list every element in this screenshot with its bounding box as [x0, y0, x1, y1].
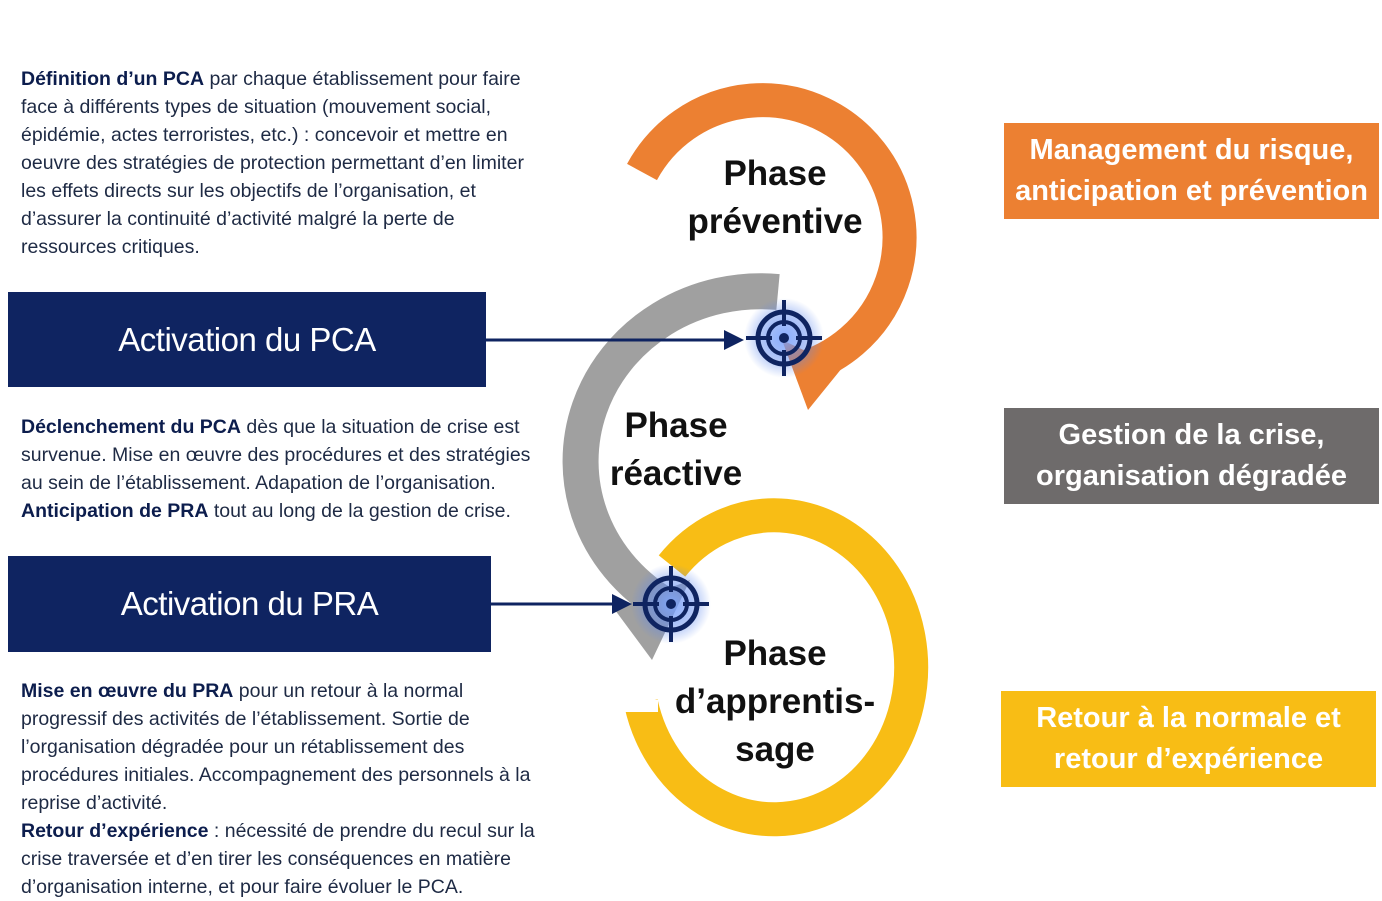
phase-preventive-line: préventive	[687, 202, 863, 241]
activation-pca-box: Activation du PCA	[8, 292, 486, 387]
phase-apprentissage-line: Phase	[723, 634, 827, 673]
gestion-line: organisation dégradée	[1035, 460, 1347, 492]
gestion-box: Gestion de la crise, organisation dégrad…	[1004, 408, 1379, 504]
pca-definition-line: face à différents types de situation (mo…	[21, 96, 492, 118]
pca-definition-line: d’assurer la continuité d’activité malgr…	[21, 208, 455, 230]
phase-preventive-line: Phase	[723, 154, 827, 193]
pca-definition-line: les effets directs sur les objectifs de …	[21, 180, 476, 202]
retour-experience-line: crise traversée et d’en tirer les conséq…	[21, 848, 511, 870]
phase-apprentissage-label: Phase d’apprentis- sage	[665, 630, 885, 774]
target-icon	[744, 298, 824, 378]
retour-experience-line: : nécessité de prendre du recul sur la	[208, 820, 535, 842]
phase-apprentissage-line: sage	[735, 730, 815, 769]
apprentissage-arc-end	[624, 700, 658, 712]
pca-definition-line: oeuvre des stratégies de protection perm…	[21, 152, 524, 174]
mise-en-oeuvre-text: Mise en œuvre du PRA pour un retour à la…	[21, 677, 551, 901]
declenchement-line: tout au long de la gestion de crise.	[208, 500, 511, 522]
pca-arrow-head	[724, 330, 744, 350]
reactive-arc	[562, 273, 780, 623]
phase-apprentissage-line: d’apprentis-	[674, 682, 876, 721]
retour-experience-bold: Retour d’expérience	[21, 820, 209, 842]
preventive-arc	[627, 83, 917, 387]
declenchement-bold: Déclenchement du PCA	[21, 416, 241, 438]
mise-en-oeuvre-bold: Mise en œuvre du PRA	[21, 680, 234, 702]
phase-reactive-label: Phase réactive	[586, 402, 766, 498]
pra-arrow-head	[612, 594, 632, 614]
mise-en-oeuvre-line: pour un retour à la normal	[233, 680, 464, 702]
pca-definition-bold: Définition d’un PCA	[21, 68, 205, 90]
phase-preventive-label: Phase préventive	[675, 150, 875, 246]
mise-en-oeuvre-line: l’organisation dégradée pour un rétablis…	[21, 736, 465, 758]
mise-en-oeuvre-line: procédures initiales. Accompagnement des…	[21, 764, 531, 786]
declenchement-line: dès que la situation de crise est	[240, 416, 520, 438]
anticipation-bold: Anticipation de PRA	[21, 500, 209, 522]
retour-line: Retour à la normale et	[1036, 702, 1341, 734]
pca-definition-text: Définition d’un PCA par chaque établisse…	[21, 65, 541, 261]
pca-definition-line: par chaque établissement pour faire	[204, 68, 521, 90]
declenchement-line: survenue. Mise en œuvre des procédures e…	[21, 444, 531, 466]
mise-en-oeuvre-line: progressif des activités de l’établissem…	[21, 708, 470, 730]
activation-pra-box: Activation du PRA	[8, 556, 491, 652]
management-box: Management du risque, anticipation et pr…	[1004, 123, 1379, 219]
phase-reactive-line: réactive	[609, 454, 743, 493]
apprentissage-arc	[624, 498, 929, 837]
management-line: anticipation et prévention	[1015, 175, 1368, 207]
retour-box: Retour à la normale et retour d’expérien…	[1001, 691, 1376, 787]
gestion-line: Gestion de la crise,	[1058, 419, 1325, 451]
declenchement-line: au sein de l’établissement. Adapation de…	[21, 472, 496, 494]
pca-definition-line: ressources critiques.	[21, 236, 200, 258]
retour-line: retour d’expérience	[1053, 743, 1324, 775]
activation-pra-label: Activation du PRA	[120, 585, 379, 622]
phase-reactive-line: Phase	[624, 406, 728, 445]
target-icon	[631, 564, 711, 644]
retour-experience-line: d’organisation interne, et pour faire év…	[21, 876, 464, 898]
management-line: Management du risque,	[1029, 134, 1354, 166]
activation-pca-label: Activation du PCA	[118, 320, 376, 358]
mise-en-oeuvre-line: reprise d’activité.	[21, 792, 168, 814]
pca-definition-line: épidémie, actes terroristes, etc.) : con…	[21, 124, 508, 146]
declenchement-text: Déclenchement du PCA dès que la situatio…	[21, 413, 541, 525]
